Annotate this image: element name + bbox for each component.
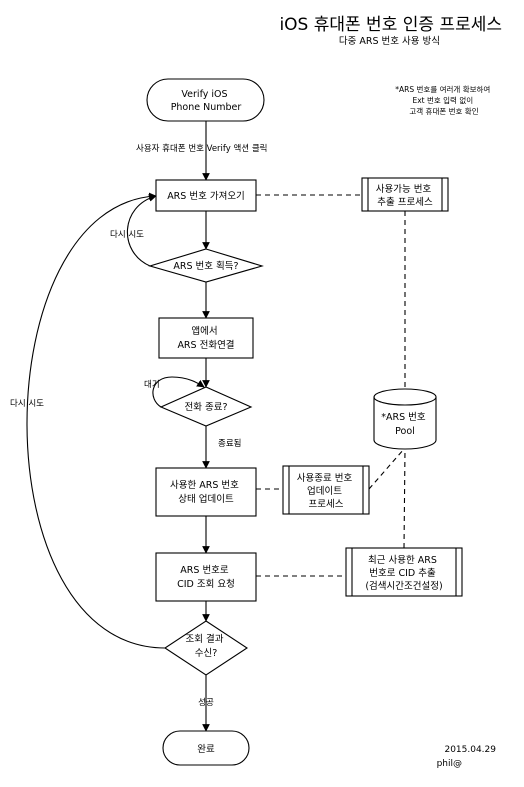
footer-author: phil@	[437, 759, 462, 769]
edge-retry-inner-loop	[126, 194, 157, 267]
edge-label-retry-outer: 다시 시도	[10, 399, 44, 409]
ars-pool-label: *ARS 번호 Pool	[381, 412, 428, 437]
result-received-label: 조회 결과 수신?	[185, 634, 226, 659]
edge-retry-outer-loop	[26, 192, 166, 649]
ars-pool-database	[373, 388, 437, 450]
call-end-label: 전화 종료?	[184, 402, 227, 413]
edge-wait-loop	[152, 376, 205, 408]
result-received-decision	[163, 620, 249, 676]
get-ars-process	[155, 179, 257, 212]
footer-date: 2015.04.29	[444, 745, 496, 755]
done-node	[162, 730, 250, 766]
get-ars-label: ARS 번호 가져오기	[167, 191, 245, 202]
extract-available-process	[361, 177, 449, 212]
edge-label-wait: 대기	[144, 380, 160, 390]
dash-extract-cid-to-pool	[403, 448, 406, 549]
extract-available-label: 사용가능 번호 추출 프로세스	[376, 184, 435, 208]
ars-acquired-decision	[148, 248, 264, 283]
start-node-label: Verify iOS Phone Number	[171, 89, 242, 113]
update-process-label: 사용종료 번호 업데이트 프로세스	[297, 473, 356, 510]
edge-label-success: 성공	[198, 698, 214, 708]
edge-label-verify-click: 사용자 휴대폰 번호 Verify 액션 클릭	[136, 143, 267, 154]
app-call-process	[158, 317, 254, 359]
dash-process-to-pool	[368, 448, 405, 490]
update-status-process	[155, 467, 257, 517]
cid-request-process	[155, 552, 257, 602]
diagram-title: iOS 휴대폰 번호 인증 프로세스	[279, 15, 502, 35]
cid-request-label: ARS 번호로 CID 조회 요청	[177, 565, 235, 590]
update-process	[282, 465, 370, 515]
note-text: *ARS 번호를 여러개 확보하여 Ext 번호 입력 없이 고객 휴대폰 번호…	[395, 84, 492, 116]
extract-cid-label: 최근 사용한 ARS 번호로 CID 추출 (검색시간조건설정)	[365, 555, 442, 592]
update-status-label: 사용한 ARS 번호 상태 업데이트	[170, 480, 242, 505]
edge-label-ended: 종료됨	[218, 438, 241, 449]
done-label: 완료	[197, 744, 215, 755]
extract-cid-process	[345, 547, 463, 597]
start-node	[146, 78, 265, 122]
diagram-subtitle: 다중 ARS 번호 사용 방식	[339, 36, 440, 47]
edge-label-retry-inner: 다시 시도	[110, 230, 144, 240]
app-call-label: 앱에서 ARS 전화연결	[177, 325, 234, 351]
call-end-decision	[159, 386, 253, 427]
ars-acquired-label: ARS 번호 획득?	[173, 260, 238, 272]
